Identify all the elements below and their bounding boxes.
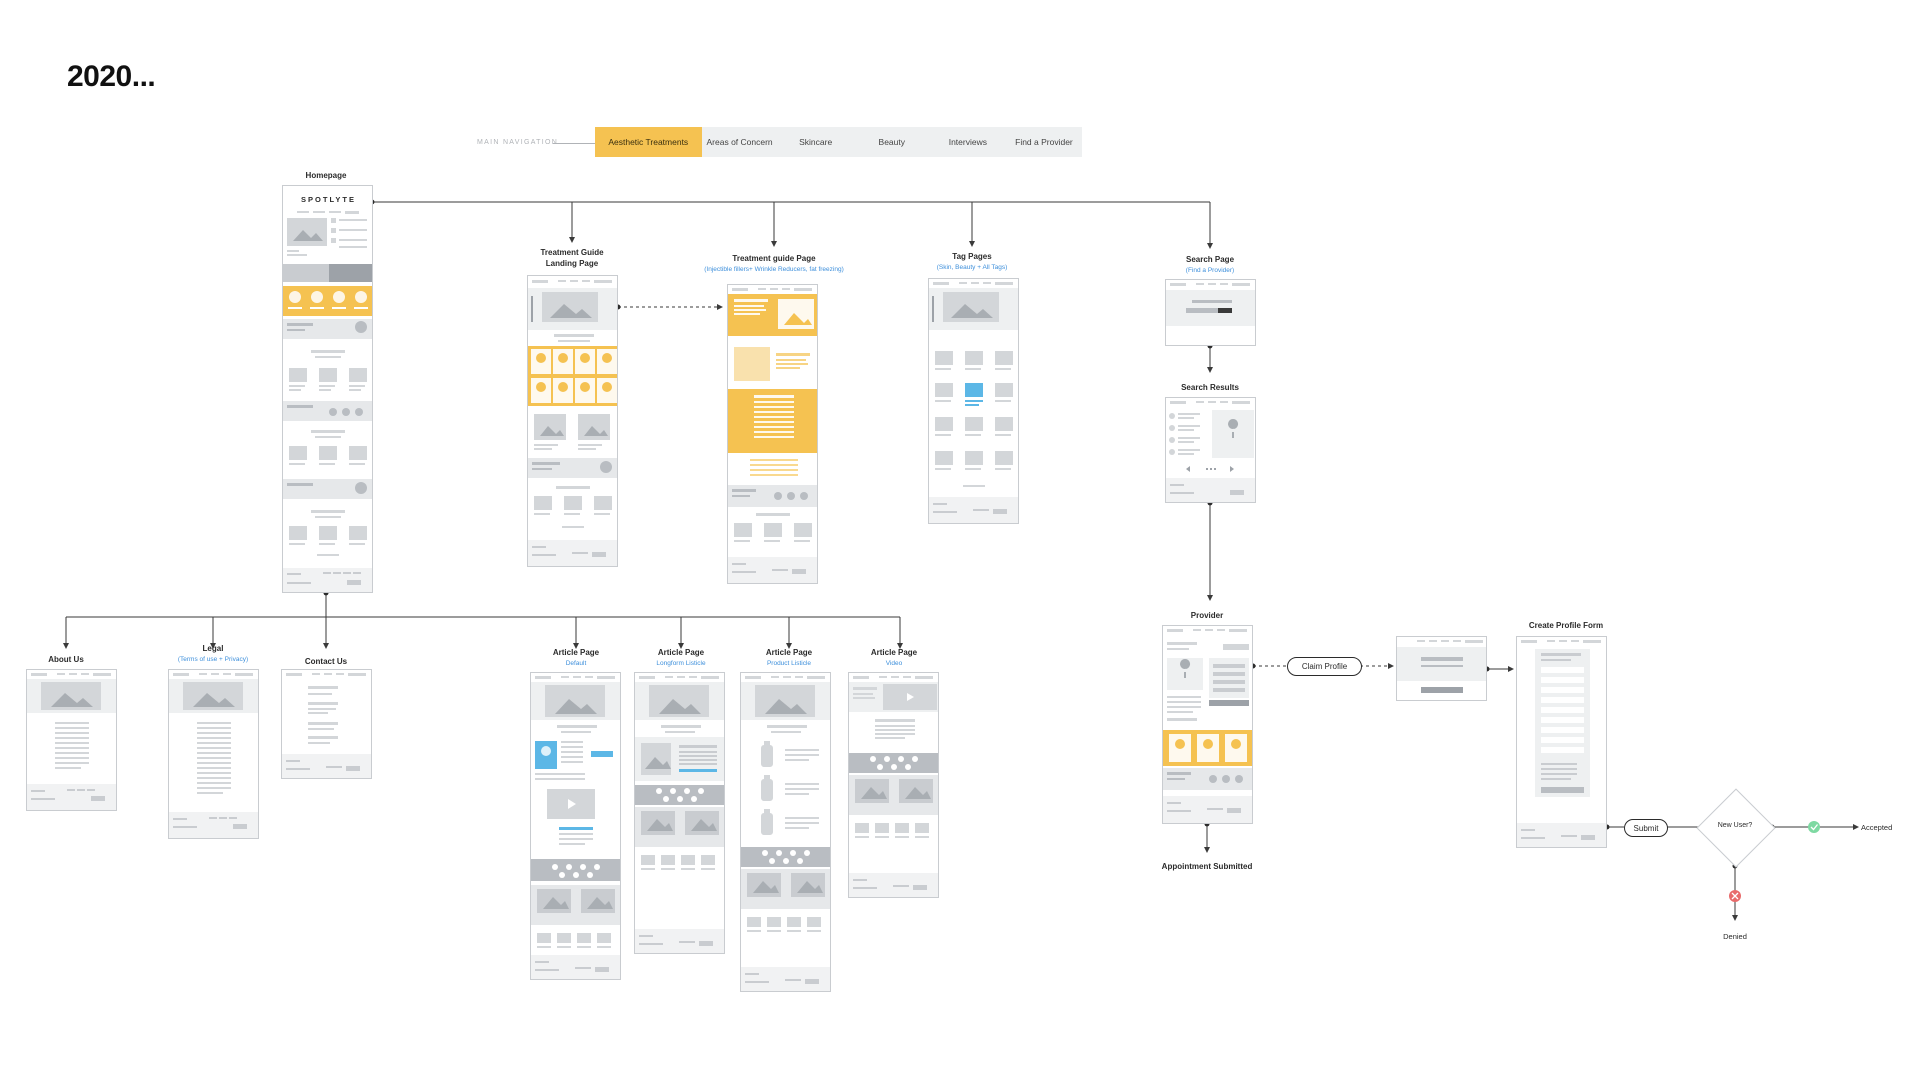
about-us-title: About Us xyxy=(48,655,84,664)
homepage-title: Homepage xyxy=(305,171,347,180)
article-video-subtitle: Video xyxy=(885,660,903,667)
search-page-wireframe[interactable] xyxy=(1165,279,1256,346)
legal-subtitle: (Terms of use + Privacy) xyxy=(177,656,249,663)
tag-pages-title: Tag Pages xyxy=(952,252,992,261)
tag-pages-subtitle: (Skin, Beauty + All Tags) xyxy=(936,264,1008,271)
main-navigation-label: MAIN NAVIGATION xyxy=(477,139,559,146)
article-product-subtitle: Product Listicle xyxy=(766,660,812,667)
submit-button[interactable]: Submit xyxy=(1624,819,1668,837)
new-user-label: New User? xyxy=(1717,822,1753,829)
nav-item-interviews[interactable]: Interviews xyxy=(948,137,987,147)
nav-item-find-a-provider[interactable]: Find a Provider xyxy=(1015,137,1073,147)
article-product-title: Article Page xyxy=(765,648,813,657)
article-product-wireframe[interactable] xyxy=(740,672,831,992)
create-profile-title: Create Profile Form xyxy=(1528,621,1604,630)
about-us-wireframe[interactable] xyxy=(26,669,117,811)
article-longform-wireframe[interactable] xyxy=(634,672,725,954)
search-results-wireframe[interactable] xyxy=(1165,397,1256,503)
treatment-page-wireframe[interactable] xyxy=(727,284,818,584)
main-navigation-pointer xyxy=(553,143,595,144)
homepage-wireframe[interactable]: SPOTLYTE xyxy=(282,185,373,593)
claim-profile-action[interactable]: Claim Profile xyxy=(1287,657,1362,676)
denied-label: Denied xyxy=(1723,932,1747,941)
search-page-subtitle: (Find a Provider) xyxy=(1185,267,1235,274)
contact-us-title: Contact Us xyxy=(304,657,348,666)
provider-wireframe[interactable] xyxy=(1162,625,1253,824)
article-longform-title: Article Page xyxy=(657,648,705,657)
article-default-title: Article Page xyxy=(552,648,600,657)
treatment-page-title: Treatment guide Page xyxy=(732,254,816,263)
nav-item-skincare[interactable]: Skincare xyxy=(799,137,833,147)
brand-logo: SPOTLYTE xyxy=(301,195,356,204)
provider-title: Provider xyxy=(1190,611,1224,620)
nav-item-beauty[interactable]: Beauty xyxy=(878,137,905,147)
accepted-check-icon xyxy=(1808,821,1820,833)
claim-profile-wireframe[interactable] xyxy=(1396,636,1487,701)
legal-title: Legal xyxy=(202,644,224,653)
article-video-title: Article Page xyxy=(870,648,918,657)
article-longform-subtitle: Longform Listicle xyxy=(656,660,706,667)
contact-us-wireframe[interactable] xyxy=(281,669,372,779)
page-title: 2020... xyxy=(67,60,156,93)
treatment-landing-title-line1: Treatment Guide xyxy=(540,248,604,257)
appointment-submitted-label: Appointment Submitted xyxy=(1161,862,1253,871)
treatment-landing-wireframe[interactable] xyxy=(527,275,618,567)
legal-wireframe[interactable] xyxy=(168,669,259,839)
accepted-label: Accepted xyxy=(1861,823,1893,832)
article-default-subtitle: Default xyxy=(565,660,587,667)
treatment-landing-title-line2: Landing Page xyxy=(545,259,599,268)
denied-x-icon xyxy=(1729,890,1741,902)
create-profile-wireframe[interactable] xyxy=(1516,636,1607,848)
tag-pages-wireframe[interactable] xyxy=(928,278,1019,524)
nav-item-aesthetic-treatments[interactable]: Aesthetic Treatments xyxy=(595,127,702,157)
treatment-page-subtitle: (Injectible fillers+ Wrinkle Reducers, f… xyxy=(704,266,844,273)
main-navigation-bar: Aesthetic Treatments Areas of Concern Sk… xyxy=(595,127,1082,157)
nav-item-areas-of-concern[interactable]: Areas of Concern xyxy=(706,137,773,147)
search-results-title: Search Results xyxy=(1181,383,1239,392)
article-default-wireframe[interactable] xyxy=(530,672,621,980)
article-video-wireframe[interactable] xyxy=(848,672,939,898)
search-page-title: Search Page xyxy=(1185,255,1235,264)
